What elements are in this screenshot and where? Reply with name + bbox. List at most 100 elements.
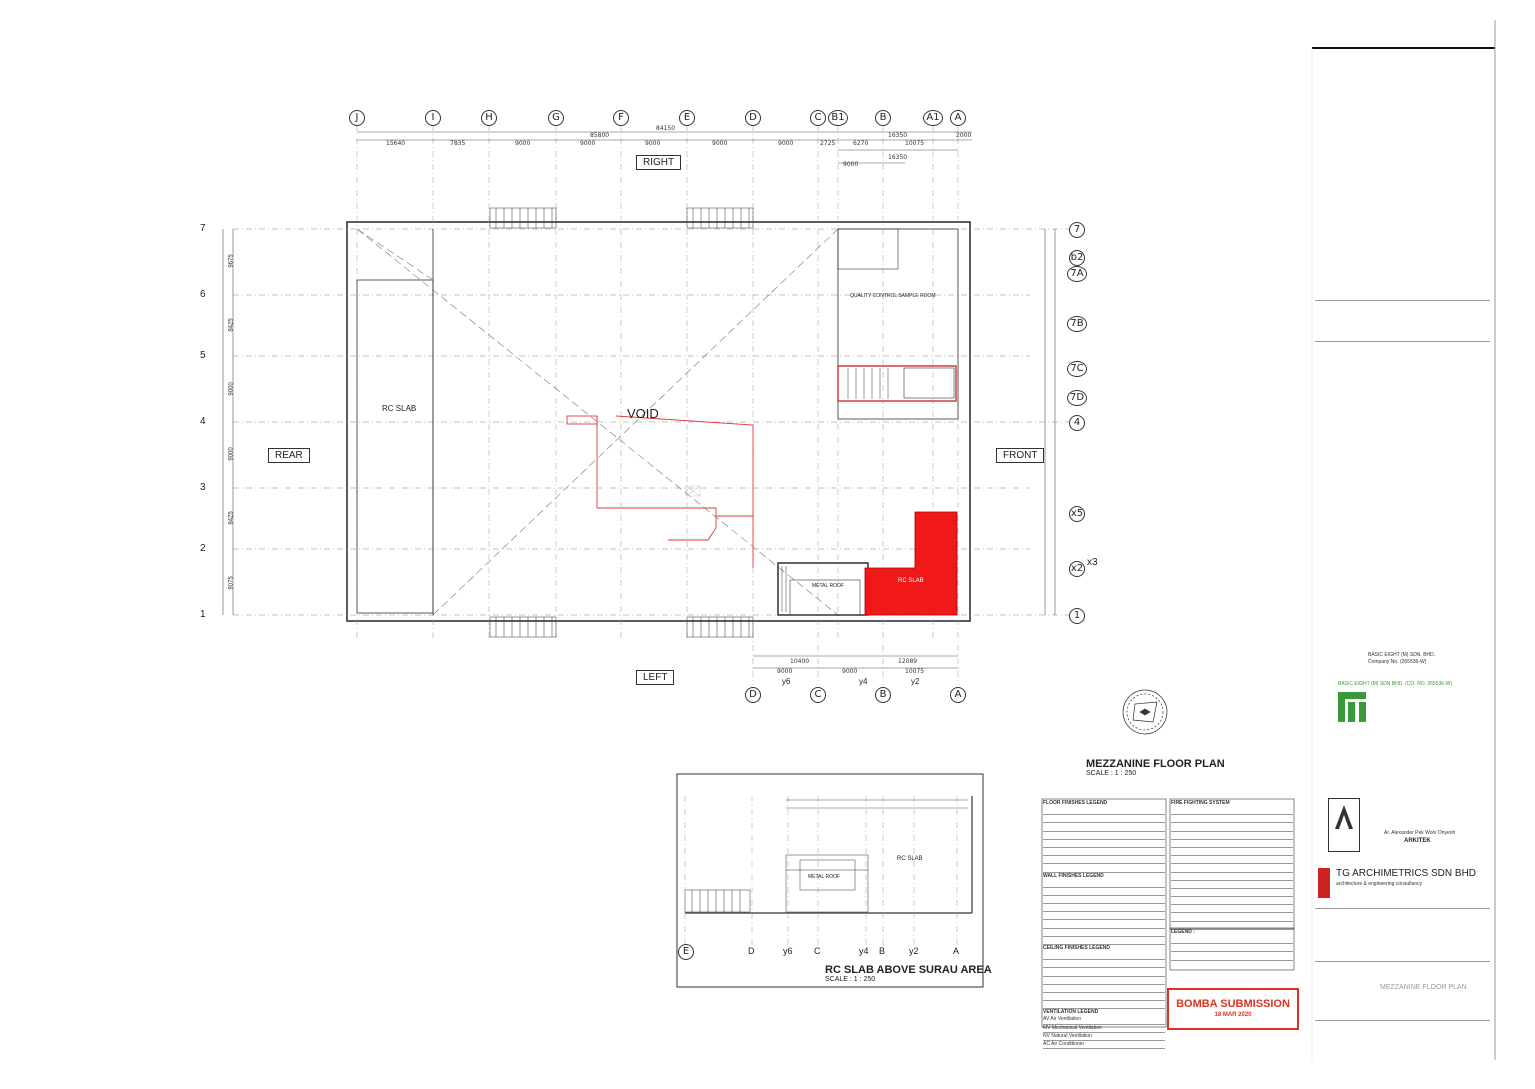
grid-left-4: 4 [200, 416, 206, 427]
plan-title: MEZZANINE FLOOR PLAN [1086, 758, 1225, 770]
grid-bubble-i: I [425, 110, 441, 126]
grid-right-x5: x5 [1069, 506, 1085, 522]
rc-slab-label: RC SLAB [382, 404, 417, 413]
grid-bubble-h: H [481, 110, 497, 126]
grid-bubble-b1: B1 [828, 110, 848, 126]
legend-fire-title: FIRE FIGHTING SYSTEM [1171, 800, 1230, 806]
legend-ventilation-title: VENTILATION LEGEND [1043, 1009, 1099, 1016]
stamp-title: BOMBA SUBMISSION [1176, 998, 1290, 1010]
dim-top-7: 9000 [778, 140, 793, 147]
dim-overall-1: 85800 [590, 132, 609, 139]
dim-top-5: 9000 [645, 140, 660, 147]
detail-bubble-y4: y4 [859, 946, 869, 956]
dim-top-8: 2725 [820, 140, 835, 147]
grid-bubble-f: F [613, 110, 629, 126]
architect-role: ARKITEK [1404, 838, 1431, 844]
stamp-date: 18 MAR 2020 [1214, 1012, 1252, 1018]
ventilation-item: MV Mechanical Ventilation [1043, 1025, 1165, 1033]
grid-right-7d: 7D [1067, 390, 1087, 406]
architect-firm-logo-icon [1318, 868, 1330, 898]
grid-sub-y2: y2 [911, 677, 920, 686]
rc-slab-red-label: RC SLAB [898, 578, 924, 584]
room-label: QUALITY CONTROL SAMPLE ROOM [850, 293, 936, 299]
dim-bottom-3: 9000 [777, 668, 792, 675]
detail-bubble-e: E [678, 944, 694, 960]
detail-bubble-c: C [814, 946, 821, 956]
grid-right-4: 4 [1069, 415, 1085, 431]
void-label: VOID [627, 406, 659, 421]
grid-left-2: 2 [200, 543, 206, 554]
grid-right-7b: 7B [1067, 316, 1087, 332]
plan-scale: SCALE : 1 : 250 [1086, 770, 1137, 777]
detail-bubble-d: D [748, 946, 755, 956]
dim-bottom-4: 9000 [842, 668, 857, 675]
view-tag-left: LEFT [636, 670, 675, 685]
grid-right-b2: b2 [1069, 250, 1085, 266]
grid-bubble-j: J [349, 110, 365, 126]
legend-fire-fighting: FIRE FIGHTING SYSTEM [1171, 800, 1293, 930]
dim-top-9: 6270 [853, 140, 868, 147]
grid-right-x3: x3 [1087, 557, 1098, 568]
detail-bubble-y2: y2 [909, 946, 919, 956]
dim-left-4: 9000 [228, 447, 235, 461]
legend-floor-title: FLOOR FINISHES LEGEND [1043, 800, 1108, 806]
grid-sub-y4: y4 [859, 677, 868, 686]
dim-bottom-1: 10400 [790, 658, 809, 665]
ventilation-item: NV Natural Ventilation [1043, 1033, 1165, 1041]
grid-right-x2: x2 [1069, 561, 1085, 577]
dim-top-2: 7835 [450, 140, 465, 147]
legend-wall-title: WALL FINISHES LEGEND [1043, 872, 1104, 879]
grid-bubble-c: C [810, 110, 826, 126]
legend-general: LEGEND : [1171, 929, 1293, 961]
detail-bubble-b: B [879, 946, 886, 956]
grid-sub-y6: y6 [782, 677, 791, 686]
dim-top-1: 15640 [386, 140, 405, 147]
drawing-title: MEZZANINE FLOOR PLAN [1380, 984, 1467, 991]
grid-bubble-bottom-c: C [810, 687, 826, 703]
dim-bottom-5: 10075 [905, 668, 924, 675]
grid-bubble-b: B [875, 110, 891, 126]
detail-title: RC SLAB ABOVE SURAU AREA [825, 964, 992, 976]
view-tag-rear: REAR [268, 448, 310, 463]
detail-bubble-a: A [953, 946, 960, 956]
grid-bubble-bottom-a: A [950, 687, 966, 703]
grid-bubble-a1: A1 [923, 110, 943, 126]
dim-top-10: 10075 [905, 140, 924, 147]
architect-firm-sub: architecture & engineering consultancy [1336, 881, 1423, 887]
detail-scale: SCALE : 1 : 250 [825, 976, 876, 983]
grid-left-1: 1 [200, 609, 206, 620]
grid-bubble-g: G [548, 110, 564, 126]
view-tag-right: RIGHT [636, 155, 682, 170]
architect-firm: TG ARCHIMETRICS SDN BHD [1336, 868, 1477, 879]
consultant-company-no: Company No. (265536-W) [1368, 659, 1427, 665]
view-tag-front: FRONT [996, 448, 1045, 463]
dim-overall-2: 84150 [656, 125, 675, 132]
developer-name: BASIC EIGHT (M) SDN BHD. (CO. NO. 265536… [1338, 681, 1453, 687]
dim-left-2: 8425 [228, 318, 235, 332]
dim-bottom-2: 12089 [898, 658, 917, 665]
detail-bubble-y6: y6 [783, 946, 793, 956]
consultant-name: BASIC EIGHT (M) SDN. BHD. [1368, 652, 1436, 658]
developer-logo-icon [1338, 690, 1368, 722]
detail-rc-slab-label: RC SLAB [897, 856, 923, 862]
grid-left-3: 3 [200, 482, 206, 493]
grid-left-5: 5 [200, 350, 206, 361]
grid-bubble-bottom-b: B [875, 687, 891, 703]
grid-bubble-bottom-d: D [745, 687, 761, 703]
legend-general-title: LEGEND : [1171, 929, 1195, 935]
bomba-submission-stamp: BOMBA SUBMISSION 18 MAR 2020 [1167, 988, 1299, 1030]
dim-top-3: 9000 [515, 140, 530, 147]
dim-top-6: 9000 [712, 140, 727, 147]
legend-ceiling-title: CEILING FINISHES LEGEND [1043, 945, 1110, 951]
grid-bubble-a: A [950, 110, 966, 126]
dim-left-3: 9000 [228, 382, 235, 396]
dim-left-6: 9075 [228, 576, 235, 590]
drawing-number-box [1315, 1020, 1490, 1056]
grid-bubble-d: D [745, 110, 761, 126]
metal-roof-label: METAL ROOF [812, 583, 844, 589]
ventilation-item: AV Air Ventilation [1043, 1016, 1165, 1025]
revision-table [1315, 300, 1490, 342]
grid-right-7c: 7C [1067, 361, 1087, 377]
dim-top-11: 2000 [956, 132, 971, 139]
grid-right-7a: 7A [1067, 266, 1087, 282]
